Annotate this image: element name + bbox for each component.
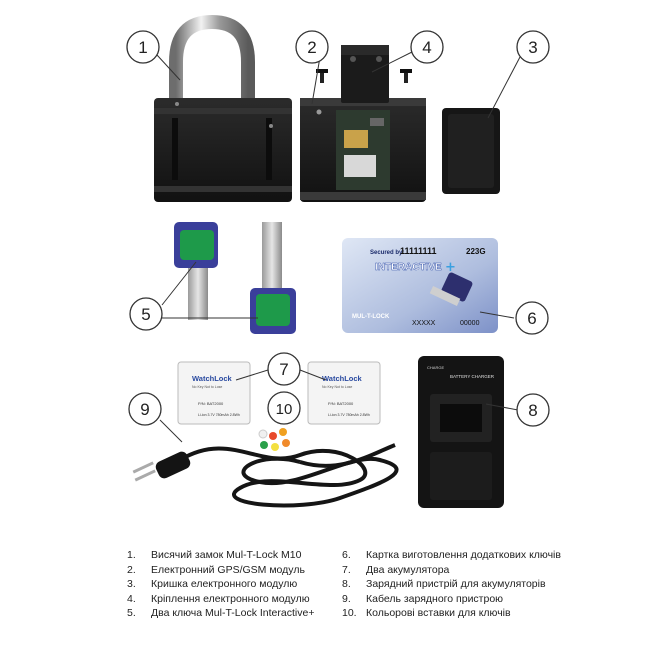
battery-2-tagline: No Key Not to Lose [322,385,352,389]
key-2 [250,222,296,334]
screw-right [400,69,412,83]
legend-text: Картка виготовлення додаткових ключів [366,549,561,561]
key-card: Secured by: 11111111 223G INTERACTIVE + … [342,238,498,333]
card-x-code: XXXXX [412,320,436,327]
legend-text: Кришка електронного модулю [151,578,298,591]
callout-1: 1 [126,30,160,64]
battery-2-spec: Li-ion 3.7V 780mAh 2.8Wh [328,413,370,417]
leader-lines [156,51,521,443]
legend-item: 3. Кришка електронного модулю [127,577,314,592]
legend-text: Два акумулятора [366,563,450,576]
svg-text:5: 5 [141,305,150,324]
card-code: 223G [466,247,486,256]
legend-text: Електронний GPS/GSM модуль [151,563,305,576]
legend-text: Кріплення електронного модулю [151,592,310,605]
color-inserts [258,428,290,451]
padlock-shackle [169,14,255,108]
legend-text: Висячий замок Mul-T-Lock M10 [151,549,302,561]
callout-8: 8 [516,393,550,427]
callout-7: 7 [267,352,301,386]
callout-10: 10 [267,391,301,425]
battery-2: WatchLock No Key Not to Lose P/N: BAT200… [307,361,381,425]
key-1 [174,222,218,320]
legend-text: Два ключа Mul-T-Lock Interactive+ [151,607,315,620]
legend-num: 3. [127,578,136,591]
legend-item: 8. Зарядний пристрій для акумуляторів [342,577,561,592]
callout-6: 6 [515,301,549,335]
battery-1-part: P/N: BAT2000 [198,401,224,406]
svg-text:6: 6 [527,309,536,328]
battery-1: WatchLock No Key Not to Lose P/N: BAT200… [177,361,251,425]
card-number: 00000 [460,320,480,327]
legend-item: 6. Картка виготовлення додаткових ключів [342,548,561,563]
legend-item: 10. Кольорові вставки для ключів [342,606,561,621]
legend-num: 10. [342,607,357,620]
legend-num: 2. [127,563,136,576]
callout-2: 2 [295,30,329,64]
callout-5: 5 [129,297,163,331]
battery-2-part: P/N: BAT2000 [328,401,354,406]
legend-num: 8. [342,578,351,591]
card-brand: INTERACTIVE [375,262,442,273]
legend-left: 1. Висячий замок Mul-T-Lock M10 2. Електро… [127,548,314,621]
legend-item: 9. Кабель зарядного пристрою [342,592,561,607]
power-plug [132,451,191,482]
battery-1-tagline: No Key Not to Lose [192,385,222,389]
battery-2-brand: WatchLock [322,374,363,383]
module-mount [316,45,412,103]
svg-text:1: 1 [138,38,147,57]
padlock [154,14,292,202]
card-secured-by: Secured by: [370,250,404,256]
svg-text:10: 10 [276,401,293,418]
battery-1-spec: Li-ion 3.7V 780mAh 2.8Wh [198,413,240,417]
key-card-body [342,238,498,333]
charger-cable [132,443,399,508]
callout-9: 9 [128,392,162,426]
screw-left [316,69,328,83]
legend-item: 5. Два ключа Mul-T-Lock Interactive+ [127,606,314,621]
legend-item: 7. Два акумулятора [342,563,561,578]
legend-text: Кабель зарядного пристрою [366,592,504,605]
legend-text: Зарядний пристрій для акумуляторів [366,578,546,591]
legend-item: 4. Кріплення електронного модулю [127,592,314,607]
charger-charge-label: CHARGE [427,365,444,370]
card-serial: 11111111 [400,246,437,256]
charger-label: BATTERY CHARGER [450,374,495,379]
padlock-body [154,98,292,202]
product-photo: Secured by: 11111111 223G INTERACTIVE + … [126,14,550,508]
callout-3: 3 [516,30,550,64]
module-cover [442,108,500,194]
svg-text:7: 7 [279,360,288,379]
legend-item: 1. Висячий замок Mul-T-Lock M10 [127,548,314,563]
legend-item: 2. Електронний GPS/GSM модуль [127,563,314,578]
battery-charger: CHARGE BATTERY CHARGER [418,356,504,508]
legend-num: 1. [127,549,136,561]
card-plus-icon: + [445,260,456,275]
card-logo-text: MUL-T-LOCK [352,314,390,320]
svg-text:9: 9 [140,400,149,419]
legend-num: 9. [342,592,351,605]
legend-num: 7. [342,563,351,576]
legend-num: 5. [127,607,136,620]
callout-4: 4 [410,30,444,64]
svg-text:8: 8 [528,401,537,420]
legend-num: 4. [127,592,136,605]
svg-text:2: 2 [307,38,316,57]
svg-text:4: 4 [422,38,431,57]
gps-gsm-module [300,98,426,202]
svg-text:3: 3 [528,38,537,57]
legend-right: 6.Картка виготовлення додаткових ключів … [342,548,561,621]
legend-text: Кольорові вставки для ключів [366,607,511,620]
legend-num: 6. [342,549,351,561]
battery-1-brand: WatchLock [192,374,233,383]
card-key-image [429,272,473,306]
